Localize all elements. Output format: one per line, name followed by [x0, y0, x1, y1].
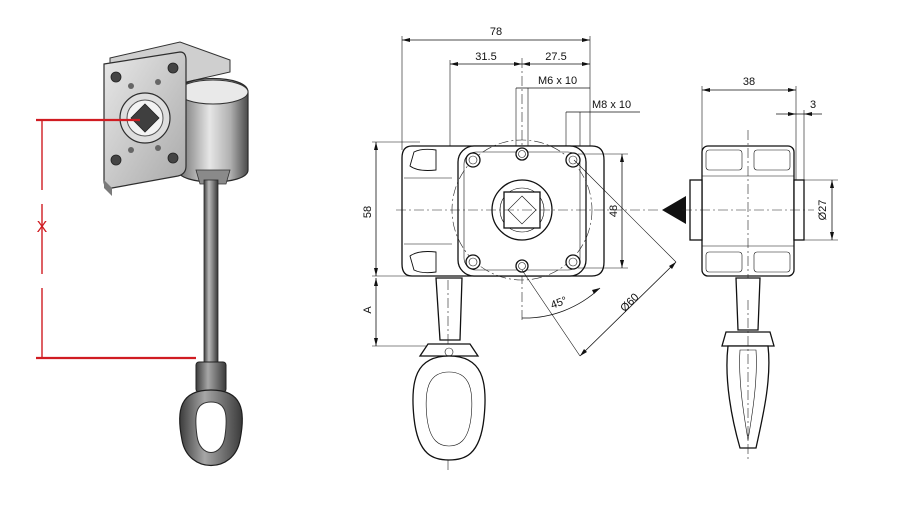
dim-thread-side: M8 x 10 [592, 99, 631, 111]
dim-width-total: 78 [490, 26, 502, 38]
front-view: 78 31.5 27.5 M6 x 10 M8 x 10 58 A [362, 26, 677, 470]
side-view: 38 3 Ø27 [662, 76, 838, 460]
rod-length-indicator: X [36, 118, 196, 360]
direction-arrow-icon [662, 196, 686, 224]
dim-thread-top: M6 x 10 [538, 75, 577, 87]
dim-height-a: A [362, 306, 374, 314]
dim-shaft-diameter: Ø27 [817, 200, 829, 221]
dim-angle: 45° [549, 295, 569, 312]
dim-height-body: 58 [362, 206, 374, 218]
dim-bolt-spacing: 48 [608, 205, 620, 217]
dim-circle-diameter: Ø60 [618, 291, 641, 314]
dim-side-width: 38 [743, 76, 755, 88]
dim-offset-left: 31.5 [475, 51, 496, 63]
rod-length-label: X [37, 219, 48, 236]
dim-side-step: 3 [810, 99, 816, 111]
product-render [103, 41, 249, 466]
dim-offset-right: 27.5 [545, 51, 566, 63]
